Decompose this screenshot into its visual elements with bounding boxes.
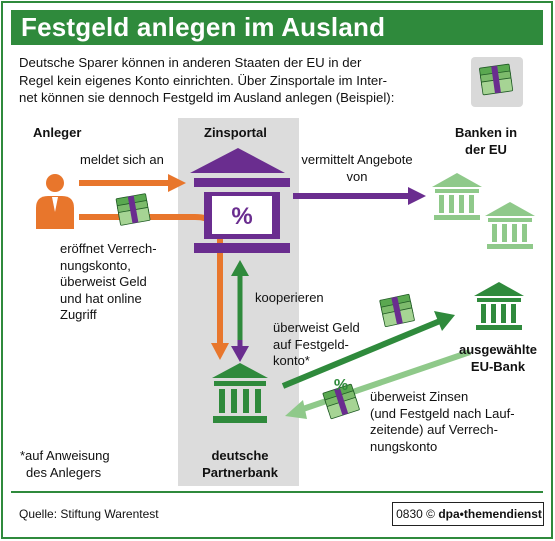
money-stack-icon [471,57,523,107]
arrow-vermittelt [293,187,426,205]
bank-icon [485,202,535,249]
intro-line: net können sie dennoch Festgeld im Ausla… [19,90,395,105]
footnote-line: *auf Anweisung [20,448,110,463]
intro-line: Regel kein eigenes Konto einrichten. Übe… [19,72,387,88]
footer-divider [11,491,543,493]
credit-suffix: themendienst [463,507,542,521]
edge-label-eroeffnet: eröffnet Verrech- nungskonto, überweist … [60,241,157,324]
money-stack-icon [379,293,416,328]
credit: 0830 © dpa•themendienst [396,507,542,521]
node-label-line: EU-Bank [470,358,526,374]
edge-label-kooperieren: kooperieren [255,290,324,305]
node-zinsportal: Zinsportal [204,125,267,140]
money-stack-icon [115,193,151,226]
arrow-meldet [79,174,186,192]
node-banken-eu: Banken in der EU [449,125,523,158]
edge-label-line: überweist Geld [273,320,360,335]
edge-label-meldet: meldet sich an [80,152,164,167]
footnote: *auf Anweisung des Anlegers [20,448,110,481]
bank-icon [212,363,268,423]
title-bar: Festgeld anlegen im Ausland [11,10,543,45]
node-ausgewaehlte-bank: ausgewählte EU-Bank [449,342,547,375]
edge-label-line: überweist Zinsen [370,389,469,404]
edge-label-line: eröffnet Verrech- [60,241,157,256]
intro-line: Deutsche Sparer können in anderen Staate… [19,55,362,70]
intro-text: Deutsche Sparer können in anderen Staate… [19,54,459,107]
edge-label-festgeld: überweist Geld auf Festgeld- konto* [273,320,360,370]
credit-box: 0830 © dpa•themendienst [392,502,544,526]
credit-agency: dpa [438,507,460,521]
arrow-festgeld [281,311,455,389]
bank-icon [474,282,524,330]
node-label-line: Partnerbank [202,464,278,480]
node-partnerbank: deutsche Partnerbank [196,448,284,481]
footnote-line: des Anlegers [26,464,102,480]
bank-icon [432,173,482,220]
edge-label-line: vermittelt Angebote [301,152,413,167]
edge-label-line: Zugriff [60,307,97,322]
edge-label-line: und hat online [60,290,142,306]
edge-label-line: nungskonto [370,438,438,454]
edge-label-line: auf Festgeld- [273,336,349,352]
edge-label-zinsen: überweist Zinsen (und Festgeld nach Lauf… [370,389,515,455]
node-label-line: ausgewählte [458,342,538,357]
person-icon [36,174,74,229]
bank-icon [190,148,290,253]
edge-label-line: überweist Geld [60,274,147,289]
edge-label-line: von [346,168,368,184]
graphic-title: Festgeld anlegen im Ausland [21,12,386,42]
node-label-line: der EU [465,141,507,157]
percent-icon: % [334,377,348,394]
edge-label-line: nungskonto, [60,257,131,273]
credit-code: 0830 [396,507,423,521]
percent-icon: % [231,203,252,230]
node-anleger: Anleger [33,125,82,140]
node-label-line: Banken in [454,125,518,140]
node-label-line: deutsche [211,448,269,463]
edge-label-line: (und Festgeld nach Lauf- [370,405,515,421]
source-note: Quelle: Stiftung Warentest [19,507,159,521]
arrow-kooperieren [231,260,249,362]
edge-label-vermittelt: vermittelt Angebote von [292,152,422,185]
edge-label-line: zeitende) auf Verrech- [370,422,498,437]
edge-label-line: konto* [273,353,310,368]
